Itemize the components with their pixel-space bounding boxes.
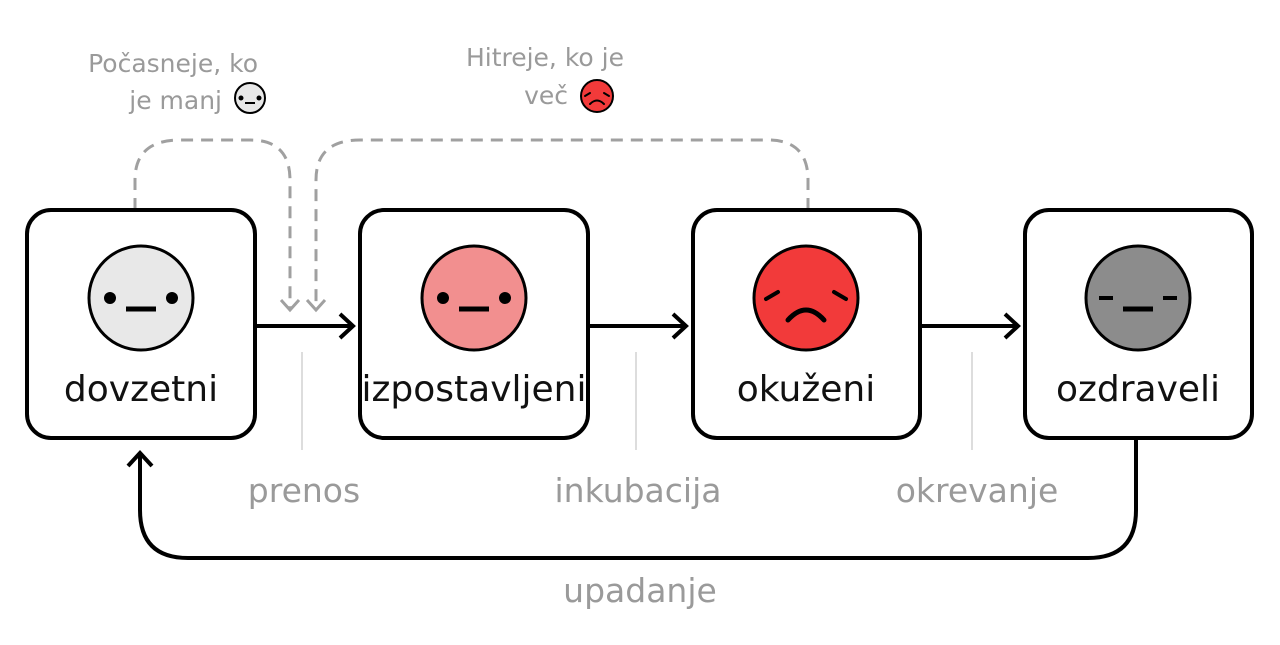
transition-label-prenos: prenos <box>248 471 360 510</box>
state-box-recovered: ozdraveli <box>1023 208 1254 440</box>
arrow-upadanje <box>126 440 1138 560</box>
transition-label-upadanje: upadanje <box>563 571 717 610</box>
state-box-exposed: izpostavljeni <box>358 208 590 440</box>
state-box-infected: okuženi <box>691 208 922 440</box>
state-label-exposed: izpostavljeni <box>362 369 587 410</box>
dashed-feedback-slower <box>133 138 301 313</box>
note-faster-line1: Hitreje, ko je <box>466 43 624 72</box>
state-label-susceptible: dovzetni <box>64 369 218 410</box>
state-label-recovered: ozdraveli <box>1056 369 1220 410</box>
state-box-susceptible: dovzetni <box>25 208 257 440</box>
note-slower-line1: Počasneje, ko <box>88 49 258 78</box>
arrow-prenos <box>255 312 356 340</box>
arrow-inkubacija <box>588 312 689 340</box>
note-faster-face-icon <box>580 79 614 113</box>
note-slower-line2: je manj <box>128 86 222 115</box>
susceptible-face-icon <box>87 244 195 352</box>
transition-label-inkubacija: inkubacija <box>555 471 722 510</box>
transition-label-okrevanje: okrevanje <box>896 471 1059 510</box>
note-slower-face-icon <box>234 82 266 114</box>
recovered-face-icon <box>1084 244 1192 352</box>
infected-face-icon <box>752 244 860 352</box>
dashed-feedback-faster <box>305 138 810 313</box>
state-label-infected: okuženi <box>737 369 875 410</box>
arrow-okrevanje <box>920 312 1021 340</box>
note-faster-line2: več <box>524 81 568 110</box>
exposed-face-icon <box>420 244 528 352</box>
